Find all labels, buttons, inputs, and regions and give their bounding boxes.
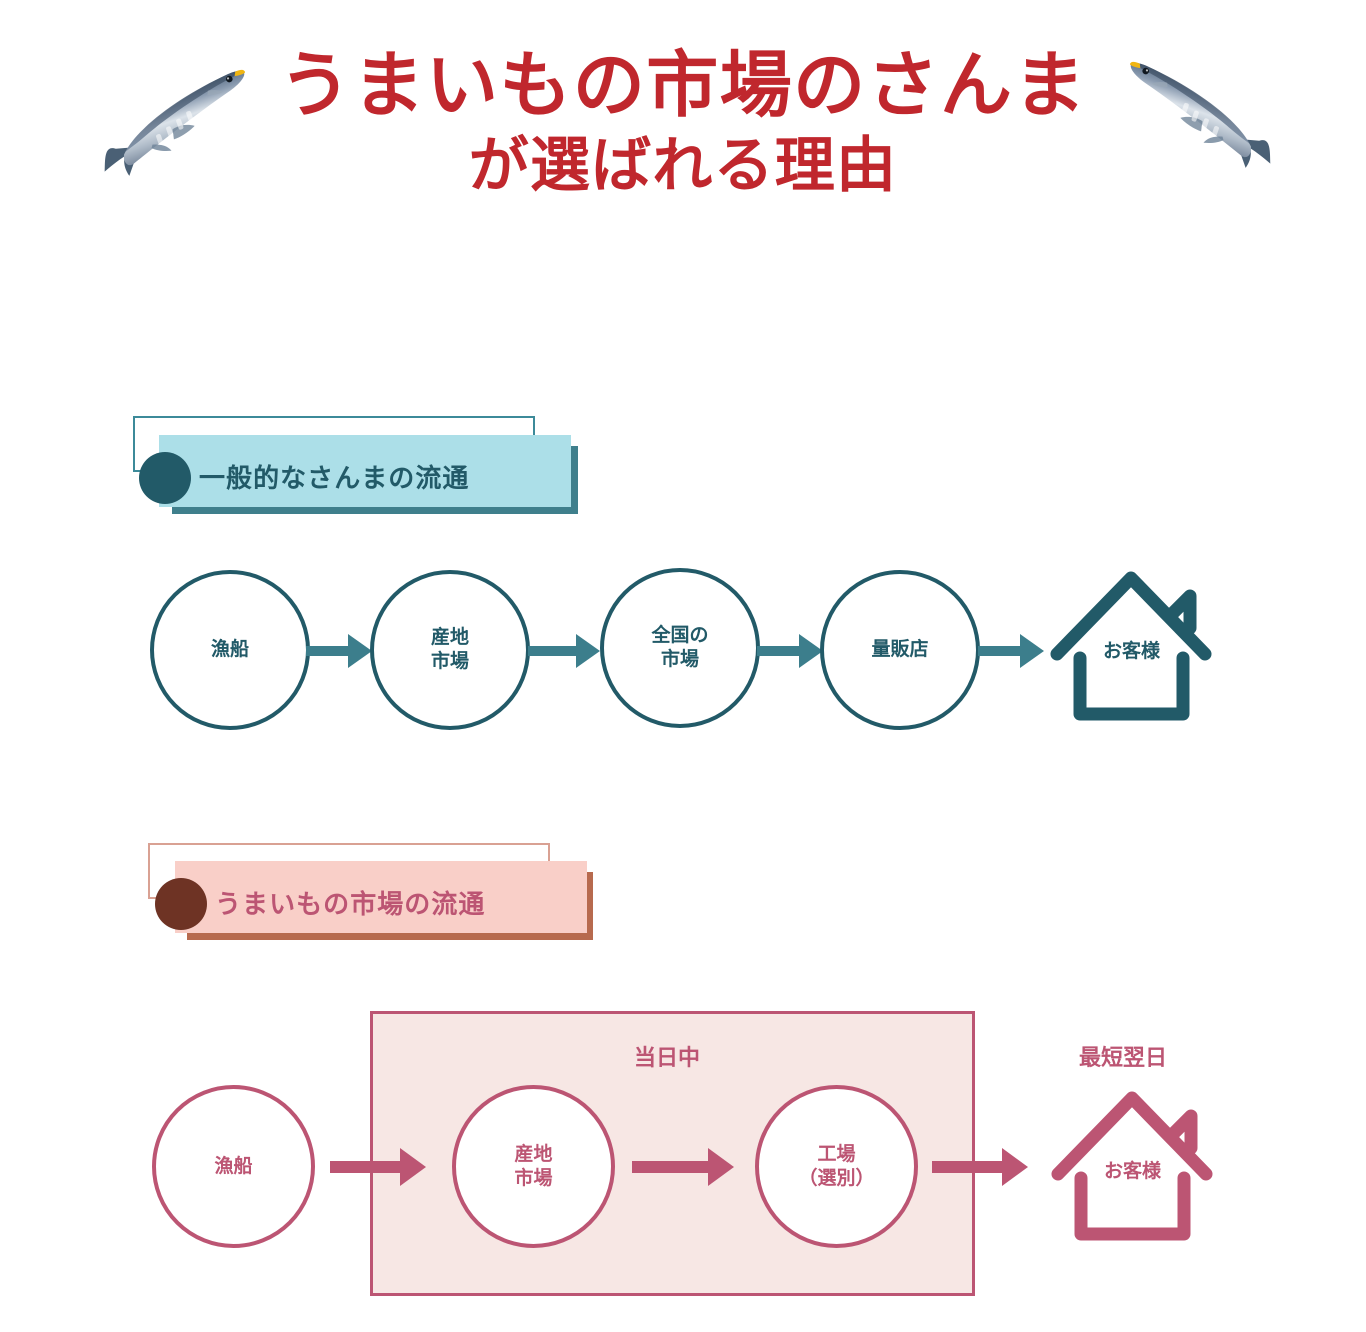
flow-node-sanchi-shijo-umaimono: 産地 市場 [452, 1085, 615, 1248]
page-title-line-1: うまいもの市場のさんま [279, 46, 1087, 126]
page-title-block: うまいもの市場のさんま が選ばれる理由 [0, 48, 1366, 198]
flow-node-label: 漁船 [210, 639, 249, 661]
flow-node-kojo-senbetsu-umaimono: 工場 （選別） [755, 1085, 918, 1248]
arrow-shaft [932, 1161, 1006, 1173]
flow-arrow-2-general [528, 634, 600, 668]
arrow-shaft [978, 646, 1022, 656]
flow-arrow-3-umaimono [932, 1148, 1028, 1186]
flow-arrow-4-general [978, 634, 1044, 668]
arrow-shaft [330, 1161, 404, 1173]
header-bullet-dot [155, 878, 207, 930]
flow-node-label: 産地 市場 [430, 627, 469, 672]
flow-node-gyosen-umaimono: 漁船 [152, 1085, 315, 1248]
sanma-fish-icon-left [104, 69, 246, 176]
arrow-head-icon [1002, 1148, 1028, 1186]
arrow-head-icon [799, 634, 823, 668]
flow-node-label: 漁船 [214, 1155, 253, 1177]
arrow-shaft [757, 646, 801, 656]
flow-node-label: 全国の 市場 [651, 625, 709, 670]
flow-arrow-1-umaimono [330, 1148, 426, 1186]
flow-node-label: お客様 [1102, 641, 1160, 662]
flow-arrow-1-general [306, 634, 372, 668]
arrow-head-icon [576, 634, 600, 668]
flow-node-sanchi-shijo-general: 産地 市場 [370, 570, 530, 730]
flow-node-label: お客様 [1103, 1161, 1161, 1182]
arrow-shaft [306, 646, 350, 656]
flow-node-label: 量販店 [871, 639, 929, 661]
flow-node-label: 工場 （選別） [798, 1143, 875, 1189]
flow-node-label: 産地 市場 [514, 1143, 553, 1189]
arrow-head-icon [708, 1148, 734, 1186]
header-fill-bar [175, 861, 587, 933]
section-header-label-umaimono: うまいもの市場の流通 [215, 889, 486, 919]
flow-arrow-2-umaimono [632, 1148, 734, 1186]
arrow-head-icon [400, 1148, 426, 1186]
house-icon [1051, 1091, 1213, 1241]
flow-node-okyakusama-umaimono: お客様 [1045, 1082, 1220, 1252]
section-header-label-general: 一般的なさんまの流通 [199, 463, 470, 493]
arrow-head-icon [348, 634, 372, 668]
flow-node-zenkoku-shijo-general: 全国の 市場 [600, 568, 760, 728]
flow-node-okyakusama-general: お客様 [1044, 562, 1219, 732]
flow-node-ryohanten-general: 量販店 [820, 570, 980, 730]
next-day-delivery-label: 最短翌日 [1079, 1045, 1168, 1070]
same-day-group-label: 当日中 [634, 1045, 701, 1070]
header-bullet-dot [139, 452, 191, 504]
header-fill-bar [159, 435, 571, 507]
arrow-shaft [632, 1161, 712, 1173]
sanma-fish-icon-right [1129, 61, 1271, 168]
arrow-head-icon [1020, 634, 1044, 668]
page-title-line-2: が選ばれる理由 [468, 132, 898, 200]
flow-node-gyosen-general: 漁船 [150, 570, 310, 730]
house-icon [1050, 571, 1212, 721]
flow-arrow-3-general [757, 634, 823, 668]
arrow-shaft [528, 646, 578, 656]
